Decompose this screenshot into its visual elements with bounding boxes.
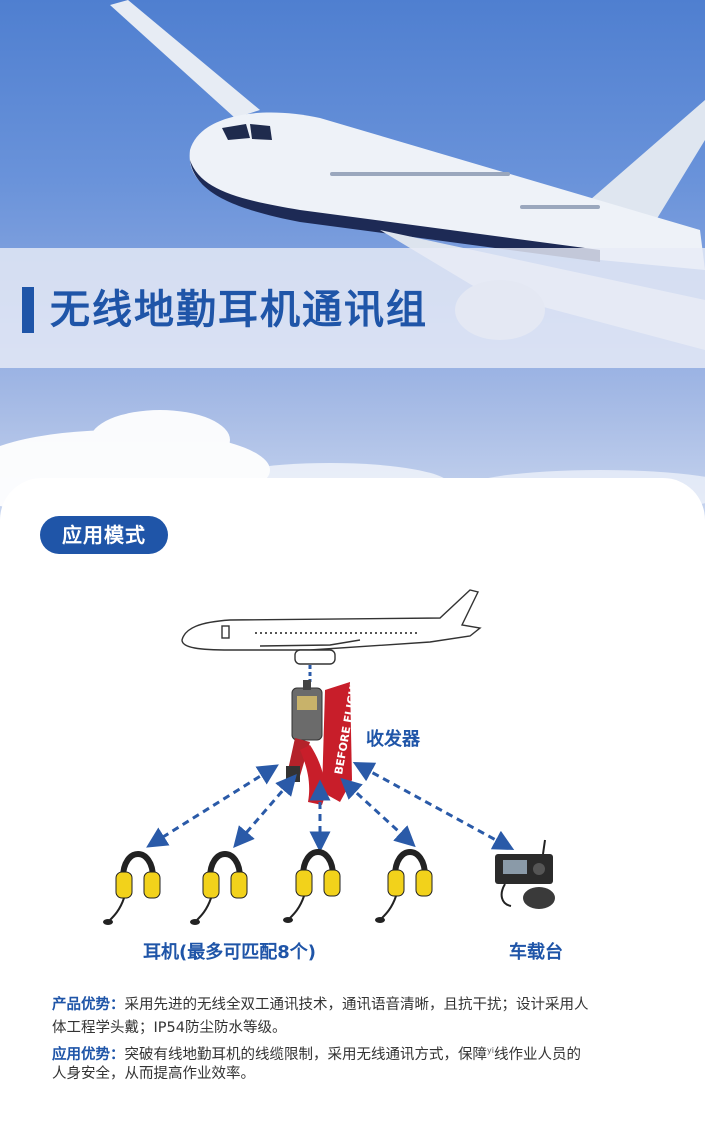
application-advantage-key: 应用优势： [52,1046,125,1063]
application-mode-diagram: BEFORE FLIGHT [103,589,555,925]
application-advantage-text-a: 突破有线地勤耳机的线缆限制，采用无线通讯方式，保障 [124,1046,488,1063]
section-badge: 应用模式 [40,516,168,554]
product-advantage-line-2: 体工程学头戴；IP54防尘防水等级。 [52,1020,287,1036]
headset-icon-2 [190,851,248,925]
headset-icon-1 [103,851,161,925]
application-advantage-line-1: 应用优势：突破有线地勤耳机的线缆限制，采用无线通讯方式，保障yi线作业人员的 [52,1040,672,1066]
headsets-label: 耳机(最多可匹配8个) [143,942,316,963]
page-title: 无线地勤耳机通讯组 [50,287,428,333]
product-advantage-text: 采用先进的无线全双工通讯技术，通讯语音清晰，且抗干扰；设计采用人 [124,997,589,1013]
title-accent-bar [22,287,34,333]
application-advantage-text-b: 线作业人员的 [493,1046,581,1063]
title-band [0,248,705,368]
application-advantage-line-2: 人身安全，从而提高作业效率。 [52,1066,255,1082]
upper-wing [110,0,260,118]
tail-fin [590,100,705,230]
vehicle-radio-icon [495,839,555,909]
airplane-line-icon [181,589,482,665]
headset-icon-3 [283,849,341,923]
product-advantage-line-1: 产品优势：采用先进的无线全双工通讯技术，通讯语音清晰，且抗干扰；设计采用人 [52,994,672,1016]
headset-icon-4 [375,849,433,923]
product-advantage-key: 产品优势： [52,997,125,1013]
transceiver-label: 收发器 [366,729,420,750]
pinyin-annotation: yi [487,1046,494,1055]
vehicle-radio-label: 车载台 [509,942,563,963]
fuselage [189,112,705,270]
connection-arrows [146,761,515,853]
